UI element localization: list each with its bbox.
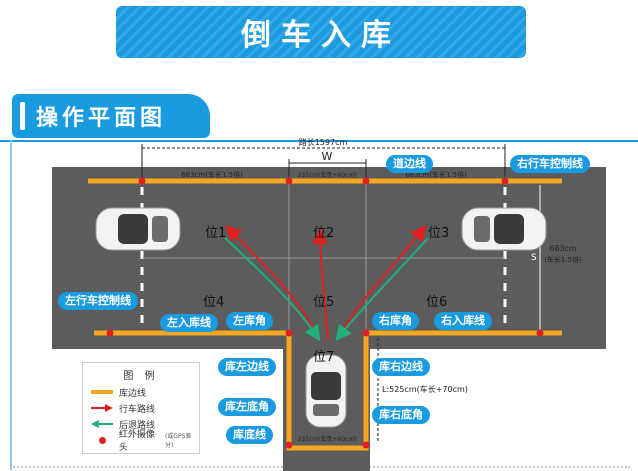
legend-reverse-label: 后退路线	[119, 420, 156, 431]
left-entry-label: 左入库线	[160, 314, 218, 332]
grid-lines	[142, 180, 505, 333]
position-3: 位3	[428, 226, 449, 241]
legend-title: 图 例	[123, 371, 159, 382]
car-left-icon	[95, 207, 181, 251]
section-title: 操作平面图	[36, 106, 167, 131]
dimension-lines	[141, 144, 541, 442]
car-right-icon	[461, 207, 547, 251]
garage-right-edge-label: 库右边线	[372, 358, 430, 376]
width-w-label: W	[322, 150, 333, 163]
right-entry-label: 右入库线	[434, 312, 492, 330]
legend-camera-note: (或GPS差分)	[164, 433, 192, 449]
section-bar-icon	[20, 102, 25, 130]
right-height-note: (车长1.5倍)	[544, 255, 582, 264]
garage-length-label: L:525cm(车长+70cm)	[382, 384, 468, 394]
legend-edge-label: 库边线	[119, 388, 147, 399]
garage-width-label: 231cm(车宽+60cm)	[297, 435, 356, 443]
road-length-label: 路长1597cm	[299, 137, 348, 147]
garage-edge-lines	[88, 178, 562, 451]
legend-camera-label: 红外摄像头	[118, 430, 155, 453]
frame-top-line	[0, 140, 638, 142]
position-4: 位4	[203, 295, 224, 310]
right-segment-label: 683cm(车长1.5倍)	[405, 170, 467, 179]
right-control-label: 右行车控制线	[510, 155, 590, 173]
reverse-routes	[224, 237, 429, 342]
car-garage-icon	[305, 354, 347, 428]
legend-camera-dot-icon	[99, 436, 106, 444]
page-title: 倒车入库	[116, 6, 526, 58]
legend-reverse-arrow-icon	[91, 420, 113, 428]
garage-left-bottom-label: 库左底角	[218, 398, 276, 416]
position-7: 位7	[313, 350, 334, 365]
section-title-tab: 操作平面图	[12, 94, 210, 138]
legend-item-reverse: 后退路线	[91, 417, 155, 431]
garage-right-bottom-label: 库右底角	[372, 406, 430, 424]
position-2: 位2	[313, 226, 334, 241]
road-edge-label: 道边线	[386, 155, 433, 173]
legend: 图 例 库边线 行车路线 后退路线 红外摄像头 (或GPS差分)	[82, 362, 200, 454]
mid-segment-label: 231cm(车宽+60cm)	[297, 171, 356, 179]
legend-item-route: 行车路线	[91, 401, 155, 415]
garage-bottom-label: 库底线	[226, 426, 273, 444]
right-corner-label: 右库角	[372, 312, 419, 330]
position-1: 位1	[205, 226, 226, 241]
legend-item-camera: 红外摄像头 (或GPS差分)	[91, 430, 199, 453]
garage-left-edge-label: 库左边线	[218, 358, 276, 376]
legend-item-edge: 库边线	[91, 385, 146, 399]
right-height-label: 683cm	[549, 244, 577, 253]
left-control-label: 左行车控制线	[58, 292, 138, 310]
legend-edge-swatch	[91, 390, 113, 394]
legend-route-label: 行车路线	[119, 404, 156, 415]
s-label: S	[531, 253, 537, 263]
left-segment-label: 683cm(车长1.5倍)	[181, 170, 243, 179]
left-corner-label: 左库角	[226, 312, 273, 330]
position-5: 位5	[313, 295, 334, 310]
camera-dots	[106, 177, 544, 449]
frame-left-line	[10, 140, 12, 470]
position-6: 位6	[426, 295, 447, 310]
legend-route-arrow-icon	[91, 404, 113, 412]
